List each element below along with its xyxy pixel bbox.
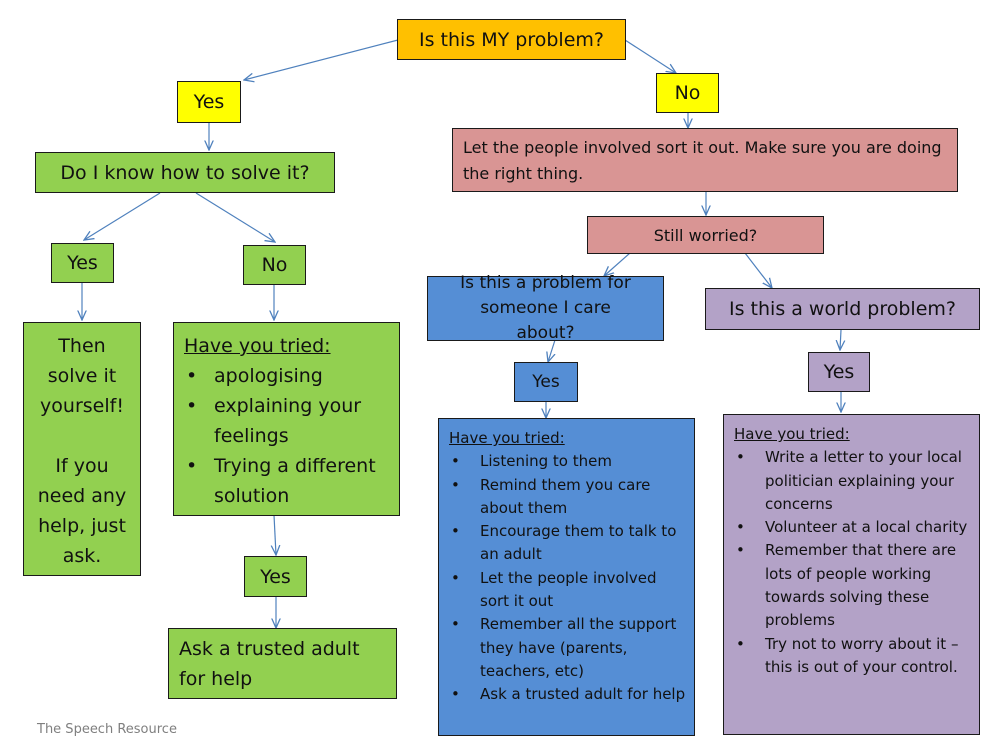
right-answer-no: No (656, 73, 719, 113)
care-question-box: Is this a problem for someone I care abo… (427, 273, 664, 343)
know-how-question-box: Do I know how to solve it? (35, 152, 335, 193)
list-item: Try not to worry about it – this is out … (734, 633, 971, 680)
ask-adult-text: Ask a trusted adult for help (179, 638, 360, 690)
solve-line: yourself! (40, 395, 124, 417)
arrow-root-to-no (624, 39, 676, 73)
solve-line (24, 421, 140, 451)
arrow-worried-to-world (744, 252, 772, 288)
still-worried-text: Still worried? (653, 225, 758, 245)
world-yes-answer: Yes (808, 352, 870, 392)
list-item: Encourage them to talk to an adult (449, 520, 686, 567)
arrow-root-to-yes (244, 39, 399, 80)
arrow-know-to-no (195, 192, 275, 242)
tried-list: apologising explaining your feelings Try… (184, 361, 391, 511)
list-item: Ask a trusted adult for help (449, 683, 686, 707)
root-question-box: Is this MY problem? (397, 19, 626, 60)
tried-list-box-care: Have you tried: Listening to them Remind… (438, 418, 695, 736)
tried-list-box-left: Have you tried: apologising explaining y… (173, 322, 400, 516)
list-item: Remember that there are lots of people w… (734, 539, 971, 632)
root-question: Is this MY problem? (419, 28, 604, 51)
know-how-question: Do I know how to solve it? (60, 161, 310, 184)
advice-box: Let the people involved sort it out. Mak… (452, 128, 958, 192)
list-item: Remind them you care about them (449, 474, 686, 521)
list-item: Volunteer at a local charity (734, 516, 971, 540)
arrow-know-to-yes (84, 192, 161, 240)
list-item: Remember all the support they have (pare… (449, 613, 686, 683)
tried-heading: Have you tried: (184, 335, 331, 357)
solve-line: help, just (38, 515, 126, 537)
ask-adult-box: Ask a trusted adult for help (168, 628, 397, 699)
tried-list: Write a letter to your local politician … (734, 446, 971, 679)
tried-heading: Have you tried: (449, 429, 565, 447)
care-question: Is this a problem for someone I care abo… (460, 273, 631, 343)
tried-list: Listening to them Remind them you care a… (449, 450, 686, 707)
solve-line: If you (55, 455, 109, 477)
list-item: Listening to them (449, 450, 686, 474)
advice-text: Let the people involved sort it out. Mak… (463, 138, 942, 183)
list-item: apologising (184, 361, 391, 391)
list-item: Let the people involved sort it out (449, 567, 686, 614)
solve-line: solve it (47, 365, 117, 387)
solve-line: need any (37, 485, 127, 507)
list-item: explaining your feelings (184, 391, 391, 451)
tried-heading: Have you tried: (734, 425, 850, 443)
world-question-box: Is this a world problem? (705, 288, 980, 330)
footer-credit: The Speech Resource (37, 722, 177, 737)
know-no-answer: No (243, 245, 306, 285)
still-worried-box: Still worried? (587, 216, 824, 254)
care-yes-answer: Yes (514, 362, 578, 402)
solve-line: Then (58, 335, 106, 357)
arrow-world-to-yes (840, 329, 841, 350)
solve-line: ask. (62, 545, 102, 567)
solve-yourself-box: Then solve it yourself! If you need any … (23, 322, 141, 576)
tried-list-box-world: Have you tried: Write a letter to your l… (723, 414, 980, 735)
list-item: Write a letter to your local politician … (734, 446, 971, 516)
arrow-tried-to-yes (274, 514, 276, 555)
tried-yes-answer: Yes (244, 556, 307, 597)
list-item: Trying a different solution (184, 451, 391, 511)
world-question: Is this a world problem? (729, 298, 956, 320)
left-answer-yes: Yes (177, 81, 241, 123)
know-yes-answer: Yes (51, 243, 114, 283)
